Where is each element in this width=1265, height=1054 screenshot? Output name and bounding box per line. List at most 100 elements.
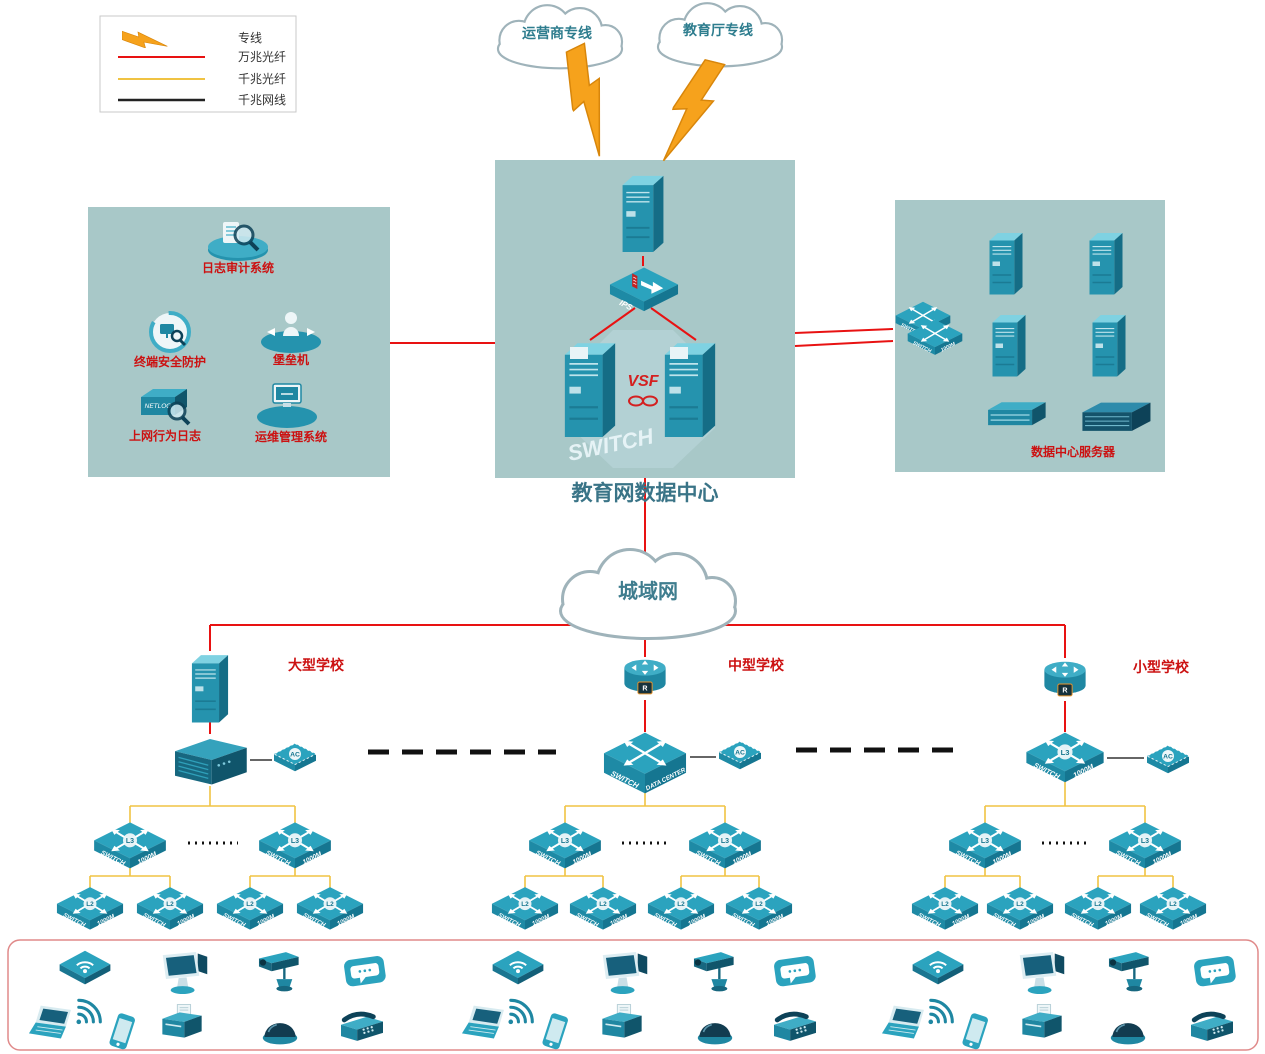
ops-management-icon — [257, 383, 317, 428]
chat-device-icon — [1193, 955, 1237, 988]
datacenter-server — [1091, 314, 1127, 378]
l2-switch — [570, 887, 636, 929]
desktop-pc-icon — [602, 951, 648, 995]
l3-switch — [259, 822, 331, 868]
cctv-camera-icon — [257, 950, 300, 993]
education-cloud: 教育厅专线 — [659, 4, 781, 65]
small-school: 小型学校 — [912, 659, 1206, 930]
vsf-link-chain-icon — [628, 395, 658, 407]
l2-switch — [1065, 887, 1131, 929]
man-cloud: 城域网 — [562, 551, 734, 637]
wifi-signal-icon — [74, 998, 103, 1026]
log-audit-label: 日志审计系统 — [202, 260, 274, 275]
netlog-icon: NETLOG — [141, 389, 191, 426]
terminal-protection-icon — [149, 311, 191, 353]
l2-switch — [492, 887, 558, 929]
wireless-ap-icon — [491, 949, 545, 986]
l2-switch — [648, 887, 714, 929]
l3-switch — [949, 822, 1021, 868]
operator-cloud: 运营商专线 — [499, 6, 621, 67]
printer-icon — [161, 1003, 203, 1039]
continuation-dashes — [368, 747, 958, 755]
dome-camera-icon — [261, 1022, 299, 1046]
throughput-arrow-icon — [641, 280, 664, 294]
l3-switch — [94, 822, 166, 868]
large-school-server — [191, 654, 229, 724]
wireless-ap-icon — [911, 949, 965, 986]
l3-switch — [529, 822, 601, 868]
l2-switch — [726, 887, 792, 929]
smartphone-icon — [961, 1012, 989, 1051]
medium-school-router — [623, 659, 667, 695]
desktop-pc-icon — [1019, 951, 1065, 995]
legend: 专线 万兆光纤 千兆光纤 千兆网线 — [99, 15, 297, 113]
legend-label-10g: 万兆光纤 — [238, 50, 286, 64]
small-school-label: 小型学校 — [1133, 659, 1190, 675]
l3-switch — [689, 822, 761, 868]
legend-box — [99, 15, 297, 113]
l2-switch — [297, 887, 363, 929]
small-school-core-switch — [1026, 733, 1103, 783]
printer-icon — [1021, 1003, 1063, 1039]
datacenter-title: 教育网数据中心 — [572, 481, 719, 505]
ops-management-label: 运维管理系统 — [255, 429, 327, 444]
storage-device — [987, 401, 1047, 426]
log-audit-icon — [208, 222, 268, 261]
chat-device-icon — [773, 955, 817, 988]
l2-switch — [137, 887, 203, 929]
ips-to-vsf-links — [589, 307, 697, 341]
server-zone-label: 数据中心服务器 — [1031, 444, 1116, 459]
security-zone: 日志审计系统 终端安全防护 堡垒机 NETLOG 上网行为日志 运维管理系统 — [129, 222, 327, 444]
wireless-ap-icon — [58, 949, 112, 986]
smartphone-icon — [541, 1012, 569, 1051]
l2-switch — [987, 887, 1053, 929]
chat-device-icon — [343, 955, 387, 988]
terminal-group-1 — [28, 949, 387, 1051]
large-school-core-device — [174, 738, 248, 786]
legend-label-1g-fiber: 千兆光纤 — [238, 72, 286, 86]
bastion-host-icon — [261, 312, 321, 353]
terminal-protection-label: 终端安全防护 — [134, 354, 206, 369]
bastion-host-label: 堡垒机 — [273, 352, 309, 367]
printer-icon — [601, 1003, 643, 1039]
terminal-group-2 — [461, 949, 817, 1051]
terminal-group-3 — [881, 949, 1237, 1051]
l2-switch — [912, 887, 978, 929]
legend-label-dedicated: 专线 — [238, 30, 262, 45]
education-cloud-label: 教育厅专线 — [683, 22, 753, 38]
large-school-ac — [273, 743, 317, 772]
l3-switch — [1109, 822, 1181, 868]
small-school-distribution-links — [944, 782, 1174, 890]
small-school-ac — [1146, 745, 1190, 774]
datacenter-devices: IPS VSF SWITCH — [563, 174, 717, 468]
module-badge — [570, 347, 588, 359]
laptop-icon — [461, 1005, 505, 1039]
cctv-camera-icon — [1107, 950, 1150, 993]
smartphone-icon — [108, 1012, 136, 1051]
legend-label-1g-cable: 千兆网线 — [238, 93, 286, 107]
medium-school-ac — [718, 741, 762, 770]
datacenter-to-servers-links — [794, 328, 894, 347]
edge-firewall-device — [621, 174, 665, 253]
desktop-pc-icon — [162, 951, 208, 995]
wifi-signal-icon — [926, 998, 955, 1026]
dome-camera-icon — [696, 1022, 734, 1046]
vsf-label: VSF — [627, 373, 659, 390]
medium-school-label: 中型学校 — [728, 657, 785, 673]
datacenter-server — [988, 232, 1024, 296]
l2-switch — [217, 887, 283, 929]
net-behavior-log-label: 上网行为日志 — [129, 428, 201, 443]
medium-school-distribution-links — [524, 792, 760, 890]
l2-switch — [57, 887, 123, 929]
server-zone: 数据中心服务器 — [896, 232, 1151, 459]
medium-school: 中型学校 — [492, 657, 792, 930]
desk-phone-icon — [774, 1014, 816, 1041]
man-cloud-label: 城域网 — [618, 579, 678, 603]
ac-links — [250, 756, 1144, 761]
large-school-distribution-links — [89, 786, 331, 890]
wifi-signal-icon — [506, 998, 535, 1026]
operator-cloud-label: 运营商专线 — [522, 25, 592, 41]
large-school-label: 大型学校 — [288, 657, 345, 673]
dome-camera-icon — [1109, 1022, 1147, 1046]
